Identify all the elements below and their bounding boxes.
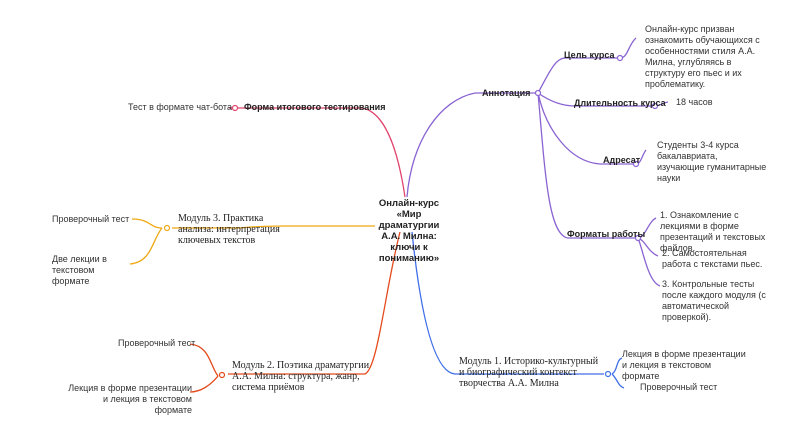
final-test-edges [229,107,406,198]
formats-item-3: 3. Контрольные тесты после каждого модул… [662,279,766,322]
formats-node[interactable]: Форматы работы [567,229,646,239]
module1-item-2: Проверочный тест [640,382,718,392]
annotation-node[interactable]: Аннотация [482,88,531,98]
module2-item-1: Проверочный тест [118,338,196,348]
edge-root-module3 [172,225,375,229]
duration-text: 18 часов [676,97,713,107]
final-test-node[interactable]: Форма итогового тестирования [244,102,386,112]
edge-annotation-goal [537,57,620,94]
edge-goal-text [619,37,637,59]
edge-module2-item1 [189,343,219,377]
module3-item-2: Две лекции в текстовом формате [52,254,107,286]
module2-node[interactable]: Модуль 2. Поэтика драматургии А.А. Милна… [232,360,370,393]
edge-annotation-formats [537,92,638,239]
module2-item-2: Лекция в форме презентации и лекция в те… [68,383,192,415]
module3-edges [129,218,375,265]
edge-root-annotation [406,92,476,198]
audience-text: Студенты 3-4 курса бакалавриата, изучающ… [657,140,767,183]
edge-root-module1 [411,231,604,375]
module2-edges [189,231,401,393]
module1-item-1: Лекция в форме презентации и лекция в те… [622,349,746,381]
module3-item-1: Проверочный тест [52,214,130,224]
formats-item-1: 1. Ознакомление с лекциями в форме презе… [660,210,766,253]
edge-module3-item2 [129,227,163,265]
module1-junction [604,370,612,378]
module2-junction [218,371,226,379]
edge-root-final-test [361,107,406,198]
edge-module2-item2 [189,375,219,393]
edge-annotation-audience [537,92,636,165]
goal-text: Онлайн-курс призван ознакомить обучающих… [645,24,760,89]
edge-module1-item2 [611,373,625,389]
edge-formats-item3 [637,237,661,287]
module3-node[interactable]: Модуль 3. Практика анализа: интерпретаци… [178,213,280,246]
edge-annotation-duration [537,92,655,107]
audience-node[interactable]: Адресат [603,155,641,165]
edge-root-module2 [228,231,401,375]
module3-junction [163,224,171,232]
final-test-text: Тест в формате чат-бота [128,102,232,112]
annotation-junctions [534,54,659,242]
duration-node[interactable]: Длительность курса [574,98,666,108]
formats-item-2: 2. Самостоятельная работа с текстами пье… [662,248,763,269]
edge-module1-item1 [611,357,623,375]
module1-edges [411,231,625,389]
final-test-junction [231,104,239,112]
edge-module3-item1 [131,218,163,229]
goal-node[interactable]: Цель курса [564,50,615,60]
root-node[interactable]: Онлайн-курс «Мир драматургии А.А. Милна:… [378,198,440,264]
module1-node[interactable]: Модуль 1. Историко-культурный и биографи… [459,356,599,389]
